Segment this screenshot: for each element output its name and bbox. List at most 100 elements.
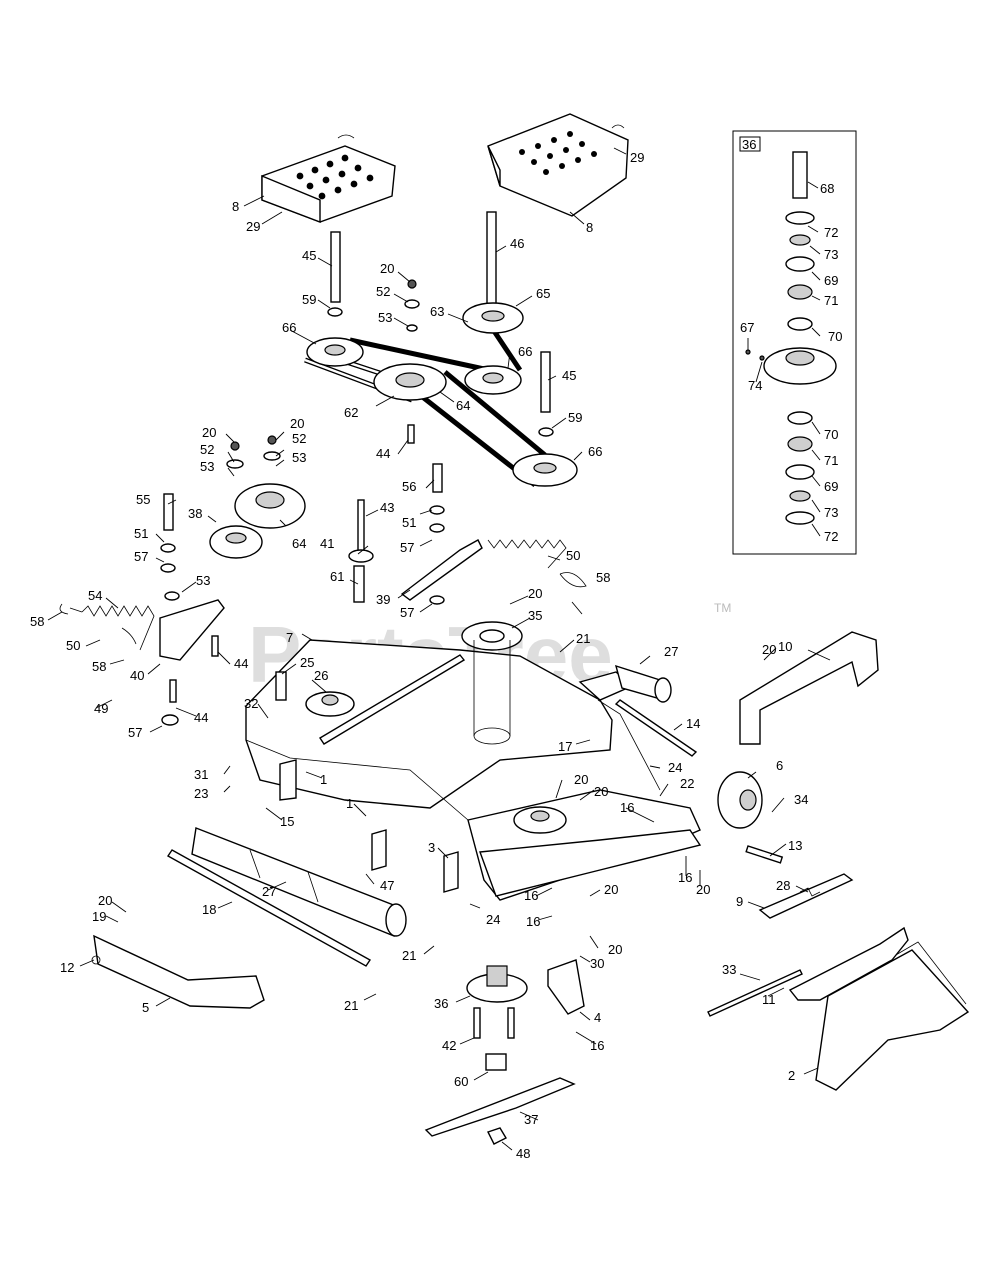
callout-51-center: 51 — [402, 515, 416, 530]
callout-26: 26 — [314, 668, 328, 683]
callout-27-left: 27 — [262, 884, 276, 899]
callout-11: 11 — [762, 992, 776, 1007]
deflector-11 — [788, 926, 909, 1001]
inset-callout-73-bottom: 73 — [824, 505, 838, 520]
callout-1-left: 1 — [320, 772, 327, 787]
callout-66-right: 66 — [518, 344, 532, 359]
bolt-46 — [486, 211, 497, 305]
spring-25 — [275, 671, 287, 701]
callout-27-right: 27 — [664, 644, 678, 659]
spindle-shaft-68 — [792, 151, 808, 199]
watermark-trademark: TM — [714, 601, 731, 615]
callout-20-bracket5: 20 — [98, 893, 112, 908]
callout-20-left-a: 20 — [202, 425, 216, 440]
inset-label: 36 — [742, 137, 756, 152]
callout-59-top: 59 — [302, 292, 316, 307]
callout-64-left: 64 — [292, 536, 306, 551]
callout-45-right: 45 — [562, 368, 576, 383]
inset-callout-67: 67 — [740, 320, 754, 335]
leader-lines — [47, 147, 831, 1151]
callout-64-top: 64 — [456, 398, 470, 413]
callout-57-arm: 57 — [400, 605, 414, 620]
inset-callout-68: 68 — [820, 181, 834, 196]
callout-42: 42 — [442, 1038, 456, 1053]
callout-52-left-a: 52 — [200, 442, 214, 457]
idler-arm-40 — [159, 599, 225, 661]
callout-37: 37 — [524, 1112, 538, 1127]
pin-14 — [614, 699, 698, 757]
belt-cover-left — [261, 134, 396, 224]
callout-15: 15 — [280, 814, 294, 829]
callout-20-left-b: 20 — [290, 416, 304, 431]
callout-45-top: 45 — [302, 248, 316, 263]
idler-arm-39 — [400, 539, 483, 601]
inset-callout-69-top: 69 — [824, 273, 838, 288]
washers-top — [327, 279, 554, 444]
callout-24-left: 24 — [486, 912, 500, 927]
callout-8-left: 8 — [232, 199, 239, 214]
callout-14: 14 — [686, 716, 700, 731]
callout-49: 49 — [94, 701, 108, 716]
callout-54: 54 — [88, 588, 102, 603]
inset-callout-69-bottom: 69 — [824, 479, 838, 494]
rod-33 — [707, 969, 803, 1017]
callout-46: 46 — [510, 236, 524, 251]
bracket-10 — [739, 631, 879, 745]
spacer-60 — [485, 1053, 507, 1071]
callout-4: 4 — [594, 1010, 601, 1025]
callout-33: 33 — [722, 962, 736, 977]
callout-53-left-b: 53 — [292, 450, 306, 465]
callout-44-lower: 44 — [194, 710, 208, 725]
callout-47: 47 — [380, 878, 394, 893]
callout-58-lower: 58 — [92, 659, 106, 674]
callout-29-right: 29 — [630, 150, 644, 165]
belt-system — [304, 302, 578, 487]
bolt-13 — [745, 845, 784, 864]
callout-35: 35 — [528, 608, 542, 623]
bracket-4 — [547, 959, 585, 1015]
inset-callout-70-bottom: 70 — [824, 427, 838, 442]
bolt-45-right — [540, 351, 551, 413]
inset-callout-71-top: 71 — [824, 293, 838, 308]
callout-1-center: 1 — [346, 796, 353, 811]
callout-20-spindle-b: 20 — [594, 784, 608, 799]
callout-62: 62 — [344, 405, 358, 420]
callout-19: 19 — [92, 909, 106, 924]
bolt-45-left — [330, 231, 341, 303]
callout-38: 38 — [188, 506, 202, 521]
callout-16-bottom: 16 — [590, 1038, 604, 1053]
callout-20-center: 20 — [528, 586, 542, 601]
callout-12: 12 — [60, 960, 74, 975]
inset-callout-74: 74 — [748, 378, 762, 393]
bracket-5 — [93, 934, 265, 1009]
callout-53-top: 53 — [378, 310, 392, 325]
callout-51-left: 51 — [134, 526, 148, 541]
callout-22: 22 — [680, 776, 694, 791]
hairpin-58 — [559, 572, 587, 588]
spring-50-left — [59, 603, 155, 651]
callout-50-left: 50 — [66, 638, 80, 653]
callout-7: 7 — [286, 630, 293, 645]
callout-44-top: 44 — [376, 446, 390, 461]
callout-43: 43 — [380, 500, 394, 515]
hinge-9 — [758, 873, 854, 919]
roller-assembly-left — [166, 827, 407, 967]
spindle-36 — [466, 965, 528, 1039]
callout-56: 56 — [402, 479, 416, 494]
callout-21-lower: 21 — [344, 998, 358, 1013]
callout-52-top: 52 — [376, 284, 390, 299]
callout-10: 10 — [778, 639, 792, 654]
callout-57-left: 57 — [134, 549, 148, 564]
callout-53-left-a: 53 — [200, 459, 214, 474]
inset-callout-73-top: 73 — [824, 247, 838, 262]
inset-spindle-exploded: 36 — [732, 130, 857, 555]
callout-8-right: 8 — [586, 220, 593, 235]
blade-37 — [424, 1077, 576, 1137]
callout-66-lower: 66 — [588, 444, 602, 459]
callout-58-right: 58 — [596, 570, 610, 585]
callout-21-top: 21 — [576, 631, 590, 646]
callout-16-lower: 16 — [526, 914, 540, 929]
callout-23: 23 — [194, 786, 208, 801]
callout-20-spindle-a: 20 — [574, 772, 588, 787]
